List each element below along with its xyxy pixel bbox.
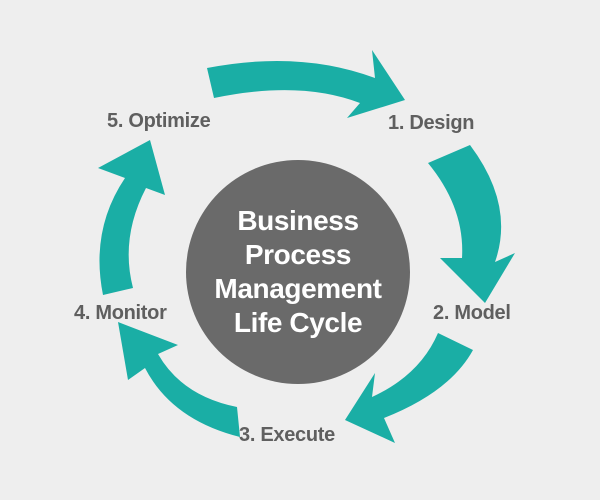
arrow-design-to-model: [428, 145, 515, 303]
stage-label-optimize: 5. Optimize: [107, 110, 211, 132]
stage-label-design: 1. Design: [388, 112, 475, 134]
stage-label-model: 2. Model: [433, 302, 511, 324]
stage-label-execute: 3. Execute: [239, 424, 335, 446]
arrow-monitor-to-optimize: [98, 140, 165, 295]
arrow-execute-to-monitor: [118, 322, 240, 437]
arrow-optimize-to-design: [207, 50, 405, 118]
arrow-model-to-execute: [345, 333, 473, 443]
stage-label-monitor: 4. Monitor: [74, 302, 167, 324]
center-circle: [186, 160, 410, 384]
